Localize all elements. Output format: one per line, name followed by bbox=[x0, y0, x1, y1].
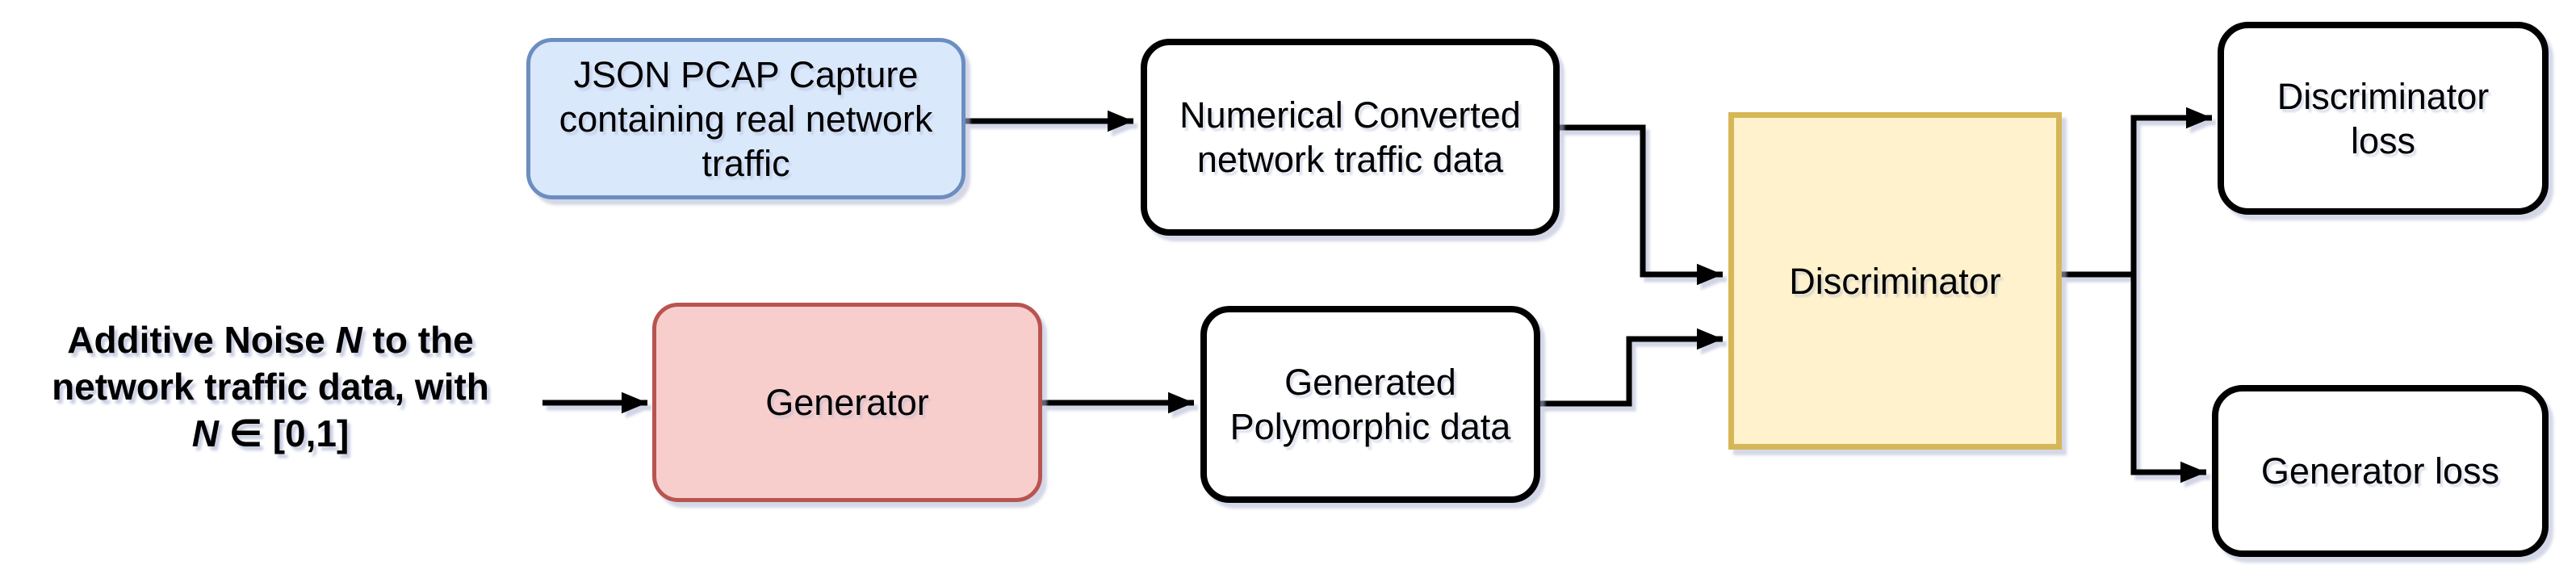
annotation-line-1: Additive Noise N to the bbox=[67, 319, 474, 361]
node-discriminator-label: Discriminator bbox=[1789, 260, 2001, 302]
node-json-pcap-capture-label: JSON PCAP Capture containing real networ… bbox=[559, 53, 933, 184]
node-generator: Generator bbox=[652, 303, 1042, 502]
arrow-polymorphic-to-discriminator bbox=[1540, 328, 1724, 407]
arrow-numerical-to-discriminator bbox=[1560, 124, 1724, 286]
arrow-discriminator-to-discriminator-loss bbox=[2062, 107, 2213, 278]
annotation-line-3: N ∈ [0,1] bbox=[191, 412, 350, 454]
node-generator-loss: Generator loss bbox=[2212, 385, 2549, 557]
arrow-discriminator-to-generator-loss bbox=[2130, 274, 2207, 483]
node-generated-polymorphic-data: Generated Polymorphic data bbox=[1200, 306, 1540, 503]
node-discriminator-loss: Discriminator loss bbox=[2218, 22, 2549, 215]
node-discriminator-loss-label: Discriminator loss bbox=[2277, 75, 2490, 161]
node-discriminator: Discriminator bbox=[1728, 112, 2062, 450]
node-generator-label: Generator bbox=[765, 382, 929, 423]
node-generated-polymorphic-data-label: Generated Polymorphic data bbox=[1229, 362, 1511, 447]
node-generator-loss-label: Generator loss bbox=[2260, 450, 2500, 492]
node-numerical-converted-data-label: Numerical Converted network traffic data bbox=[1179, 94, 1521, 180]
node-json-pcap-capture: JSON PCAP Capture containing real networ… bbox=[526, 38, 965, 199]
additive-noise-annotation: Additive Noise N to the network traffic … bbox=[12, 316, 529, 457]
node-numerical-converted-data: Numerical Converted network traffic data bbox=[1141, 39, 1560, 236]
annotation-line-2: network traffic data, with bbox=[52, 366, 489, 408]
